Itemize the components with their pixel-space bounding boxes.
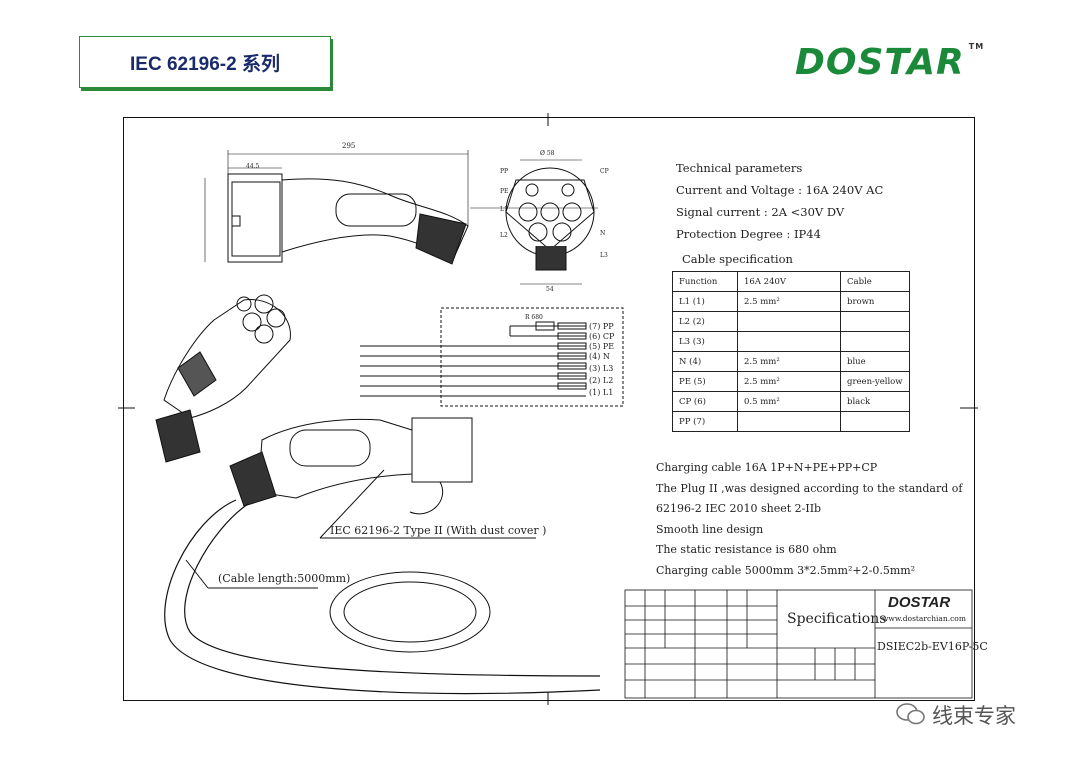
cell-cable: [840, 311, 910, 332]
dim-overall: 295: [342, 142, 356, 150]
wire-label: (1) L1: [589, 388, 614, 397]
wire-label: (5) PE: [589, 342, 615, 351]
note-line: Charging cable 5000mm 3*2.5mm²+2-0.5mm²: [656, 563, 916, 577]
tech-current-voltage: Current and Voltage : 16A 240V AC: [676, 183, 884, 197]
note-line: The static resistance is 680 ohm: [656, 543, 837, 556]
cell-function: PP (7): [672, 411, 738, 432]
wire-label: (6) CP: [589, 332, 615, 341]
side-view-connector: [227, 173, 469, 265]
pin-label-cp: CP: [600, 168, 609, 175]
main-connector: [164, 417, 601, 695]
cell-function: L3 (3): [672, 331, 738, 352]
table-header-row: Function 16A 240V Cable: [672, 271, 910, 292]
cable-spec-heading: Cable specification: [682, 252, 793, 266]
page-title: IEC 62196-2 系列: [79, 36, 331, 88]
resistor-label: R 680: [525, 314, 543, 321]
pin-label-pe: PE: [500, 188, 509, 195]
note-line: 62196-2 IEC 2010 sheet 2-IIb: [656, 502, 822, 515]
pin-label-l1: L1: [500, 206, 508, 213]
angled-connector: [155, 294, 291, 463]
watermark-text: 线束专家: [932, 705, 1016, 728]
dimension-lines: [204, 150, 598, 262]
table-row: PP (7): [672, 411, 910, 432]
column-header: Function: [672, 271, 738, 292]
cell-size: [737, 331, 841, 352]
tech-signal-current: Signal current : 2A <30V DV: [676, 205, 845, 219]
cable-length-callout: (Cable length:5000mm): [218, 572, 351, 585]
pin-label-pp: PP: [500, 168, 509, 175]
plug-type-callout: IEC 62196-2 Type II (With dust cover ): [330, 524, 547, 537]
wiring-diagram: [360, 307, 624, 407]
note-line: Charging cable 16A 1P+N+PE+PP+CP: [656, 461, 878, 474]
front-view-connector: [505, 159, 595, 285]
title-block-grid: [624, 589, 973, 699]
wire-label: (2) L2: [589, 376, 614, 385]
dim-front: 44.5: [246, 163, 260, 170]
cell-cable: blue: [840, 351, 910, 372]
cell-size: 0.5 mm²: [737, 391, 841, 412]
cell-cable: brown: [840, 291, 910, 312]
title-block-url: www.dostarchian.com: [882, 614, 966, 623]
cell-cable: black: [840, 391, 910, 412]
note-line: Smooth line design: [656, 522, 764, 536]
cell-function: PE (5): [672, 371, 738, 392]
cell-size: [737, 411, 841, 432]
wire-label: (3) L3: [589, 364, 614, 373]
wire-label: (7) PP: [589, 322, 614, 331]
title-block-logo: DOSTAR: [888, 594, 951, 611]
technical-parameters: Technical parameters Current and Voltage…: [676, 157, 883, 245]
tech-heading: Technical parameters: [676, 161, 803, 175]
cell-cable: [840, 411, 910, 432]
table-row: L3 (3): [672, 331, 910, 352]
cell-function: CP (6): [672, 391, 738, 412]
dim-face: Ø 58: [540, 150, 555, 157]
product-notes: Charging cable 16A 1P+N+PE+PP+CP The Plu…: [656, 458, 962, 581]
cell-function: L1 (1): [672, 291, 738, 312]
cell-cable: green-yellow: [840, 371, 910, 392]
title-block-specs: Specifications: [787, 611, 887, 627]
cell-function: L2 (2): [672, 311, 738, 332]
wire-label: (4) N: [589, 352, 610, 361]
table-row: L2 (2): [672, 311, 910, 332]
cell-size: 2.5 mm²: [737, 351, 841, 372]
cell-size: [737, 311, 841, 332]
cell-size: 2.5 mm²: [737, 371, 841, 392]
drawing-sheet: [123, 117, 975, 701]
column-header: Cable: [840, 271, 910, 292]
column-header: 16A 240V: [737, 271, 841, 292]
cell-size: 2.5 mm²: [737, 291, 841, 312]
title-block-code: DSIEC2b-EV16P-5C: [877, 640, 988, 653]
pin-label-n: N: [600, 230, 606, 237]
pin-label-l2: L2: [500, 232, 508, 239]
cell-cable: [840, 331, 910, 352]
wechat-icon: [896, 703, 925, 725]
dim-bottom: 54: [546, 286, 554, 293]
tech-protection: Protection Degree : IP44: [676, 227, 821, 241]
note-line: The Plug II ,was designed according to t…: [656, 481, 963, 495]
cell-function: N (4): [672, 351, 738, 372]
pin-label-l3: L3: [600, 252, 608, 259]
